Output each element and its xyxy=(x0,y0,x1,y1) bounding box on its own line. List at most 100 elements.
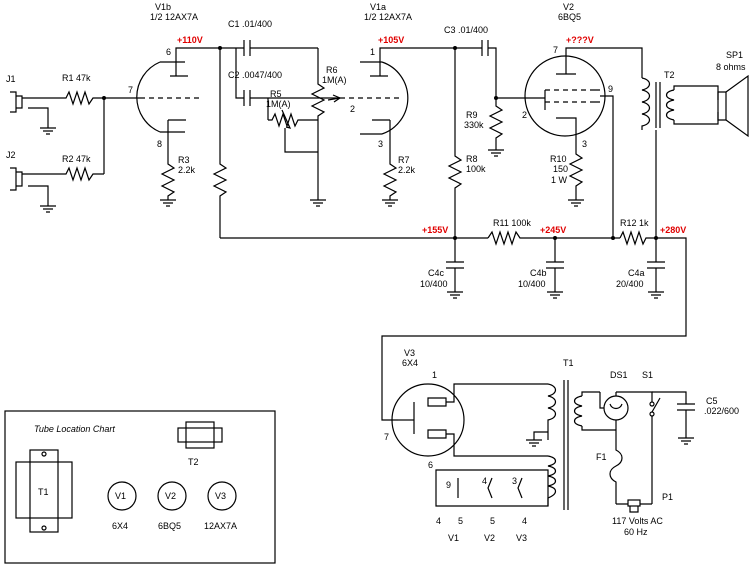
label-c4c-value: 10/400 xyxy=(420,279,448,289)
heater-pin-2: 5 xyxy=(458,516,463,526)
pin-v2-screen: 9 xyxy=(608,84,613,94)
chart-tube-v2-id: V2 xyxy=(165,491,176,501)
capacitor-c2: C2 .0047/400 xyxy=(228,48,318,106)
label-c4c-name: C4c xyxy=(428,268,445,278)
label-c2: C2 .0047/400 xyxy=(228,70,282,80)
label-r10-value: 150 xyxy=(553,164,568,174)
resistor-r10: R10 150 1 W xyxy=(550,150,584,207)
capacitor-c1: C1 .01/400 xyxy=(228,19,318,56)
tube-v2: V2 6BQ5 7 9 2 3 xyxy=(522,2,643,238)
voltage-c4c: +155V xyxy=(422,225,448,235)
voltage-v1a-plate: +105V xyxy=(378,35,404,45)
speaker-sp1: SP1 8 ohms xyxy=(716,50,749,138)
type-v2: 6BQ5 xyxy=(558,12,581,22)
label-c4b-value: 10/400 xyxy=(518,279,546,289)
label-v1b: V1b xyxy=(155,2,171,12)
label-r10-name: R10 xyxy=(550,154,567,164)
type-v3: 6X4 xyxy=(402,358,418,368)
voltage-v1b-plate: +110V xyxy=(177,35,203,45)
heater-tube-3: V3 xyxy=(516,533,527,543)
heater-tube-2: V2 xyxy=(484,533,495,543)
pin-v3-heater: 7 xyxy=(384,432,389,442)
chart-tube-v3: V3 12AX7A xyxy=(204,481,237,531)
switch-s1: S1 xyxy=(616,370,661,504)
pin-v3-plate: 1 xyxy=(432,370,437,380)
label-r9-value: 330k xyxy=(464,120,484,130)
label-v3: V3 xyxy=(404,348,415,358)
heater-term-2: 4 xyxy=(482,476,487,486)
chart-tube-v1-type: 6X4 xyxy=(112,521,128,531)
voltage-v2-plate: +???V xyxy=(566,35,594,45)
voltage-c4a: +280V xyxy=(660,225,686,235)
resistor-r6: R6 1M(A) xyxy=(310,48,347,207)
input-junction xyxy=(102,96,140,174)
label-c5-value: .022/600 xyxy=(704,406,739,416)
fuse-f1: F1 xyxy=(596,430,623,504)
resistor-r11: R11 100k xyxy=(487,218,531,246)
pin-v1b-plate: 6 xyxy=(166,47,171,57)
pilot-lamp-ds1: DS1 xyxy=(599,370,629,430)
pin-v1b-grid: 7 xyxy=(128,85,133,95)
label-r5-name: R5 xyxy=(270,89,282,99)
tube-location-chart: Tube Location Chart T2 T1 V1 6X4 V2 6BQ5… xyxy=(4,410,276,564)
pin-v1b-cathode: 8 xyxy=(157,139,162,149)
tube-v1a: V1a 1/2 12AX7A 1 2 3 xyxy=(340,2,476,160)
voltage-c4b: +245V xyxy=(540,225,566,235)
capacitor-c5: C5 .022/600 xyxy=(652,391,739,445)
resistor-r1: R1 47k xyxy=(62,73,104,106)
label-v2: V2 xyxy=(563,2,574,12)
label-sp1: SP1 xyxy=(726,50,743,60)
label-c1: C1 .01/400 xyxy=(228,19,272,29)
label-j2: J2 xyxy=(6,150,16,160)
chart-tube-v1-id: V1 xyxy=(115,491,126,501)
label-v1a: V1a xyxy=(370,2,386,12)
resistor-r3: R3 2.2k xyxy=(160,155,196,207)
pin-v3-cathode: 6 xyxy=(428,460,433,470)
label-r3-name: R3 xyxy=(178,155,190,165)
label-p1: P1 xyxy=(662,492,673,502)
label-sp1-imp: 8 ohms xyxy=(716,62,746,72)
label-r7-name: R7 xyxy=(398,155,410,165)
label-r11: R11 100k xyxy=(493,218,531,228)
label-r3-value: 2.2k xyxy=(178,165,196,175)
pin-v1a-plate: 1 xyxy=(370,47,375,57)
transformer-t2: T2 xyxy=(641,70,719,130)
chart-label-t2: T2 xyxy=(188,457,199,467)
pin-v2-cathode: 3 xyxy=(582,139,587,149)
label-c5-name: C5 xyxy=(706,396,718,406)
chart-tube-v2-type: 6BQ5 xyxy=(158,521,181,531)
chart-tube-v3-id: V3 xyxy=(215,491,226,501)
pin-v2-grid: 2 xyxy=(522,110,527,120)
label-r9-name: R9 xyxy=(466,110,478,120)
resistor-plate-load-v1b xyxy=(212,160,228,238)
tube-v3: V3 6X4 1 7 6 xyxy=(384,348,548,470)
resistor-r8: R8 100k xyxy=(447,48,486,238)
label-r8-value: 100k xyxy=(466,164,486,174)
label-r7-value: 2.2k xyxy=(398,165,416,175)
label-c4b-name: C4b xyxy=(530,268,547,278)
tube-v1b: V1b 1/2 12AX7A 6 7 8 xyxy=(128,2,236,160)
label-ds1: DS1 xyxy=(610,370,628,380)
label-t1: T1 xyxy=(563,358,574,368)
heater-term-1: 9 xyxy=(446,480,451,490)
chart-tube-v1: V1 6X4 xyxy=(107,481,137,531)
pin-v1a-cathode: 3 xyxy=(378,139,383,149)
capacitor-c4b: C4b 10/400 xyxy=(518,238,564,299)
resistor-r5: R5 1M(A) xyxy=(266,89,318,153)
type-v1a: 1/2 12AX7A xyxy=(364,12,412,22)
chart-tube-v2: V2 6BQ5 xyxy=(157,481,187,531)
heater-pin-1: 4 xyxy=(436,516,441,526)
plug-p1: P1 117 Volts AC 60 Hz xyxy=(612,492,673,537)
chart-tube-v3-type: 12AX7A xyxy=(204,521,237,531)
label-r8-name: R8 xyxy=(466,154,478,164)
jack-j2: J2 xyxy=(6,150,62,206)
jack-j1: J1 xyxy=(6,74,62,128)
label-f1: F1 xyxy=(596,452,607,462)
pin-v1a-grid: 2 xyxy=(350,104,355,114)
label-r10-power: 1 W xyxy=(551,175,568,185)
pin-v2-plate: 7 xyxy=(553,45,558,55)
ground-jack1 xyxy=(40,127,56,135)
resistor-r12: R12 1k xyxy=(381,218,687,421)
label-c4a-value: 20/400 xyxy=(616,279,644,289)
bplus-rail xyxy=(220,236,658,240)
